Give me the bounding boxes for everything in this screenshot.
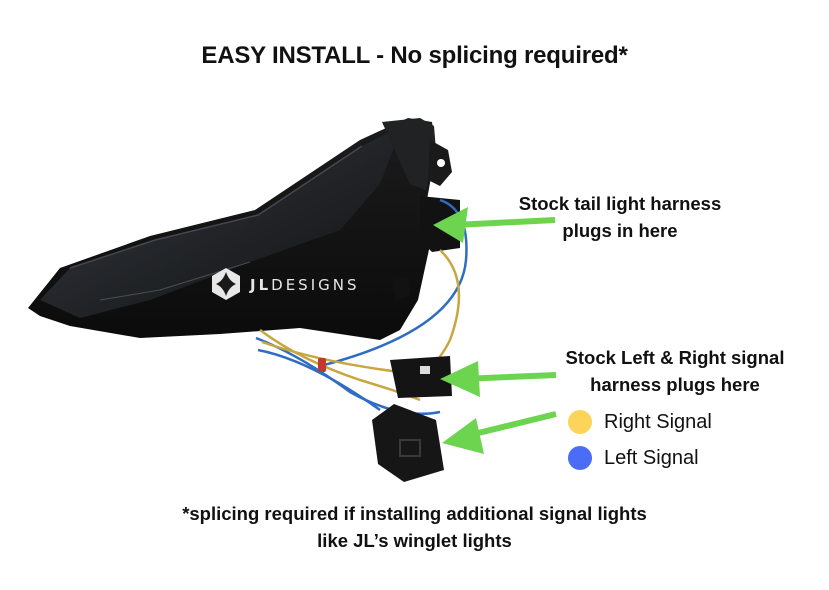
footnote-line: like JL’s winglet lights	[317, 530, 512, 551]
page-title: EASY INSTALL - No splicing required*	[201, 42, 628, 69]
callout-line: harness plugs here	[590, 374, 760, 395]
tail-light-housing	[28, 118, 460, 340]
callout-line: Stock tail light harness	[518, 193, 722, 214]
legend-item-left-signal: Left Signal	[568, 440, 712, 476]
legend-item-right-signal: Right Signal	[568, 404, 712, 440]
wiring-harness	[255, 198, 468, 416]
arrow-tail-light	[433, 207, 556, 243]
footnote: *splicing required if installing additio…	[0, 500, 829, 554]
blue-dot-icon	[568, 446, 592, 470]
arrow-signal-lower	[442, 411, 557, 454]
signal-legend: Right Signal Left Signal	[568, 404, 712, 476]
callout-line: plugs in here	[562, 220, 678, 241]
yellow-dot-icon	[568, 410, 592, 434]
callout-tail-light: Stock tail light harness plugs in here	[490, 190, 750, 244]
signal-connector-upper	[390, 356, 452, 398]
callout-line: Stock Left & Right signal	[565, 347, 785, 368]
legend-label: Left Signal	[604, 446, 699, 469]
jl-designs-logo: JLDESIGNS	[212, 268, 359, 300]
legend-label: Right Signal	[604, 410, 712, 433]
callout-signal-harness: Stock Left & Right signal harness plugs …	[540, 344, 810, 398]
footnote-line: *splicing required if installing additio…	[182, 503, 647, 524]
signal-connector-lower	[372, 404, 444, 482]
arrow-signal-upper	[440, 361, 557, 397]
svg-text:JLDESIGNS: JLDESIGNS	[249, 276, 359, 294]
